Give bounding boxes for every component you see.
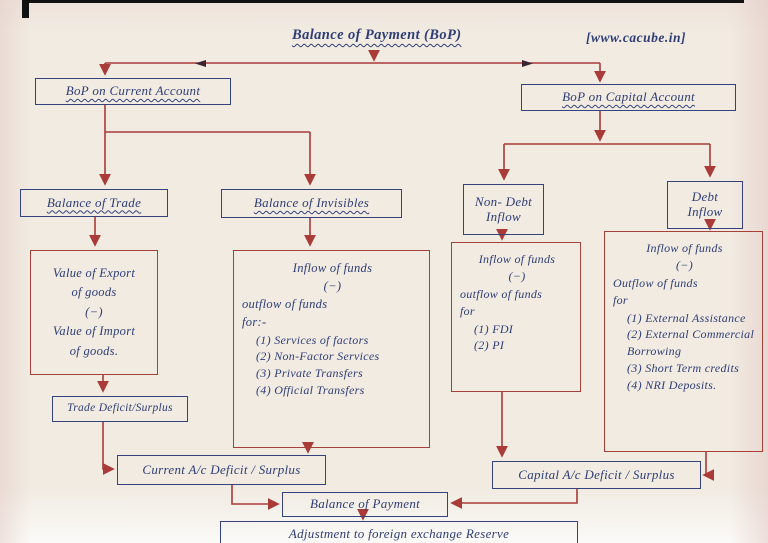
node-trade-calculation: Value of Export of goods (−) Value of Im…: [30, 250, 158, 375]
calc-item: (1) External Assistance: [627, 310, 746, 325]
calc-line: Inflow of funds: [646, 241, 723, 255]
node-label: BoP on Current Account: [65, 83, 201, 99]
calc-line: of goods.: [69, 343, 119, 358]
node-label: Adjustment to foreign exchange Reserve: [288, 526, 510, 542]
calc-item: (4) NRI Deposits.: [627, 377, 717, 392]
calc-line: (−): [508, 269, 526, 284]
node-label: Non- Debt Inflow: [474, 193, 533, 224]
node-label: Balance of Invisibles: [253, 195, 370, 211]
calc-item: (4) Official Transfers: [256, 382, 365, 397]
calc-line: (−): [85, 304, 103, 319]
calc-item: (2) External Commercial Borrowing: [627, 327, 755, 359]
node-balance-of-invisibles: Balance of Invisibles: [221, 189, 402, 218]
calc-line: outflow of funds: [242, 297, 328, 312]
page-title: Balance of Payment (BoP): [292, 27, 462, 43]
node-capital-account-deficit-surplus: Capital A/c Deficit / Surplus: [492, 461, 701, 489]
node-adjustment-forex-reserve: Adjustment to foreign exchange Reserve: [220, 521, 578, 543]
node-label: Balance of Trade: [46, 194, 142, 210]
calc-line: Outflow of funds: [613, 275, 698, 290]
node-trade-deficit-surplus: Trade Deficit/Surplus: [52, 396, 188, 422]
node-label: Current A/c Deficit / Surplus: [142, 461, 301, 477]
node-bop-capital-account: BoP on Capital Account: [521, 84, 736, 111]
calc-line: Inflow of funds: [478, 252, 556, 266]
scan-edge-mark: [22, 0, 744, 3]
node-label: Trade Deficit/Surplus: [67, 402, 173, 415]
node-label: Debt Inflow: [687, 189, 723, 219]
node-current-account-deficit-surplus: Current A/c Deficit / Surplus: [117, 455, 326, 485]
calc-line: (−): [676, 258, 693, 273]
node-label: BoP on Capital Account: [562, 89, 695, 105]
calc-item: (3) Short Term credits: [627, 360, 740, 375]
calc-item: (3) Private Transfers: [256, 366, 363, 381]
node-balance-of-trade: Balance of Trade: [20, 189, 168, 217]
node-invisibles-calculation: Inflow of funds (−) outflow of funds for…: [233, 250, 430, 448]
calc-item: (1) Services of factors: [256, 332, 369, 347]
calc-line: for: [460, 304, 475, 319]
scan-corner-mark: [22, 0, 29, 18]
node-label: Balance of Payment: [309, 496, 421, 512]
calc-item: (1) FDI: [474, 321, 514, 336]
node-balance-of-payment: Balance of Payment: [282, 492, 448, 517]
calc-item: (2) PI: [474, 338, 505, 353]
node-non-debt-calculation: Inflow of funds (−) outflow of funds for…: [451, 242, 581, 392]
ink-arrowhead-left: [195, 60, 206, 67]
watermark-text: [www.cacube.in]: [586, 30, 686, 45]
calc-item: (2) Non-Factor Services: [256, 349, 380, 364]
node-bop-current-account: BoP on Current Account: [35, 78, 231, 105]
calc-line: Inflow of funds: [292, 261, 373, 275]
calc-line: of goods: [71, 285, 117, 300]
calc-line: Value of Export: [52, 266, 136, 281]
calc-line: for: [613, 293, 628, 308]
node-non-debt-inflow: Non- Debt Inflow: [463, 184, 544, 235]
calc-line: (−): [323, 279, 342, 294]
node-debt-inflow: Debt Inflow: [667, 181, 743, 229]
ink-arrowhead-right: [522, 60, 533, 67]
node-label: Capital A/c Deficit / Surplus: [518, 466, 675, 482]
calc-line: outflow of funds: [460, 286, 543, 301]
calc-line: Value of Import: [52, 324, 136, 339]
calc-line: for:-: [242, 315, 267, 330]
node-debt-calculation: Inflow of funds (−) Outflow of funds for…: [604, 231, 763, 452]
